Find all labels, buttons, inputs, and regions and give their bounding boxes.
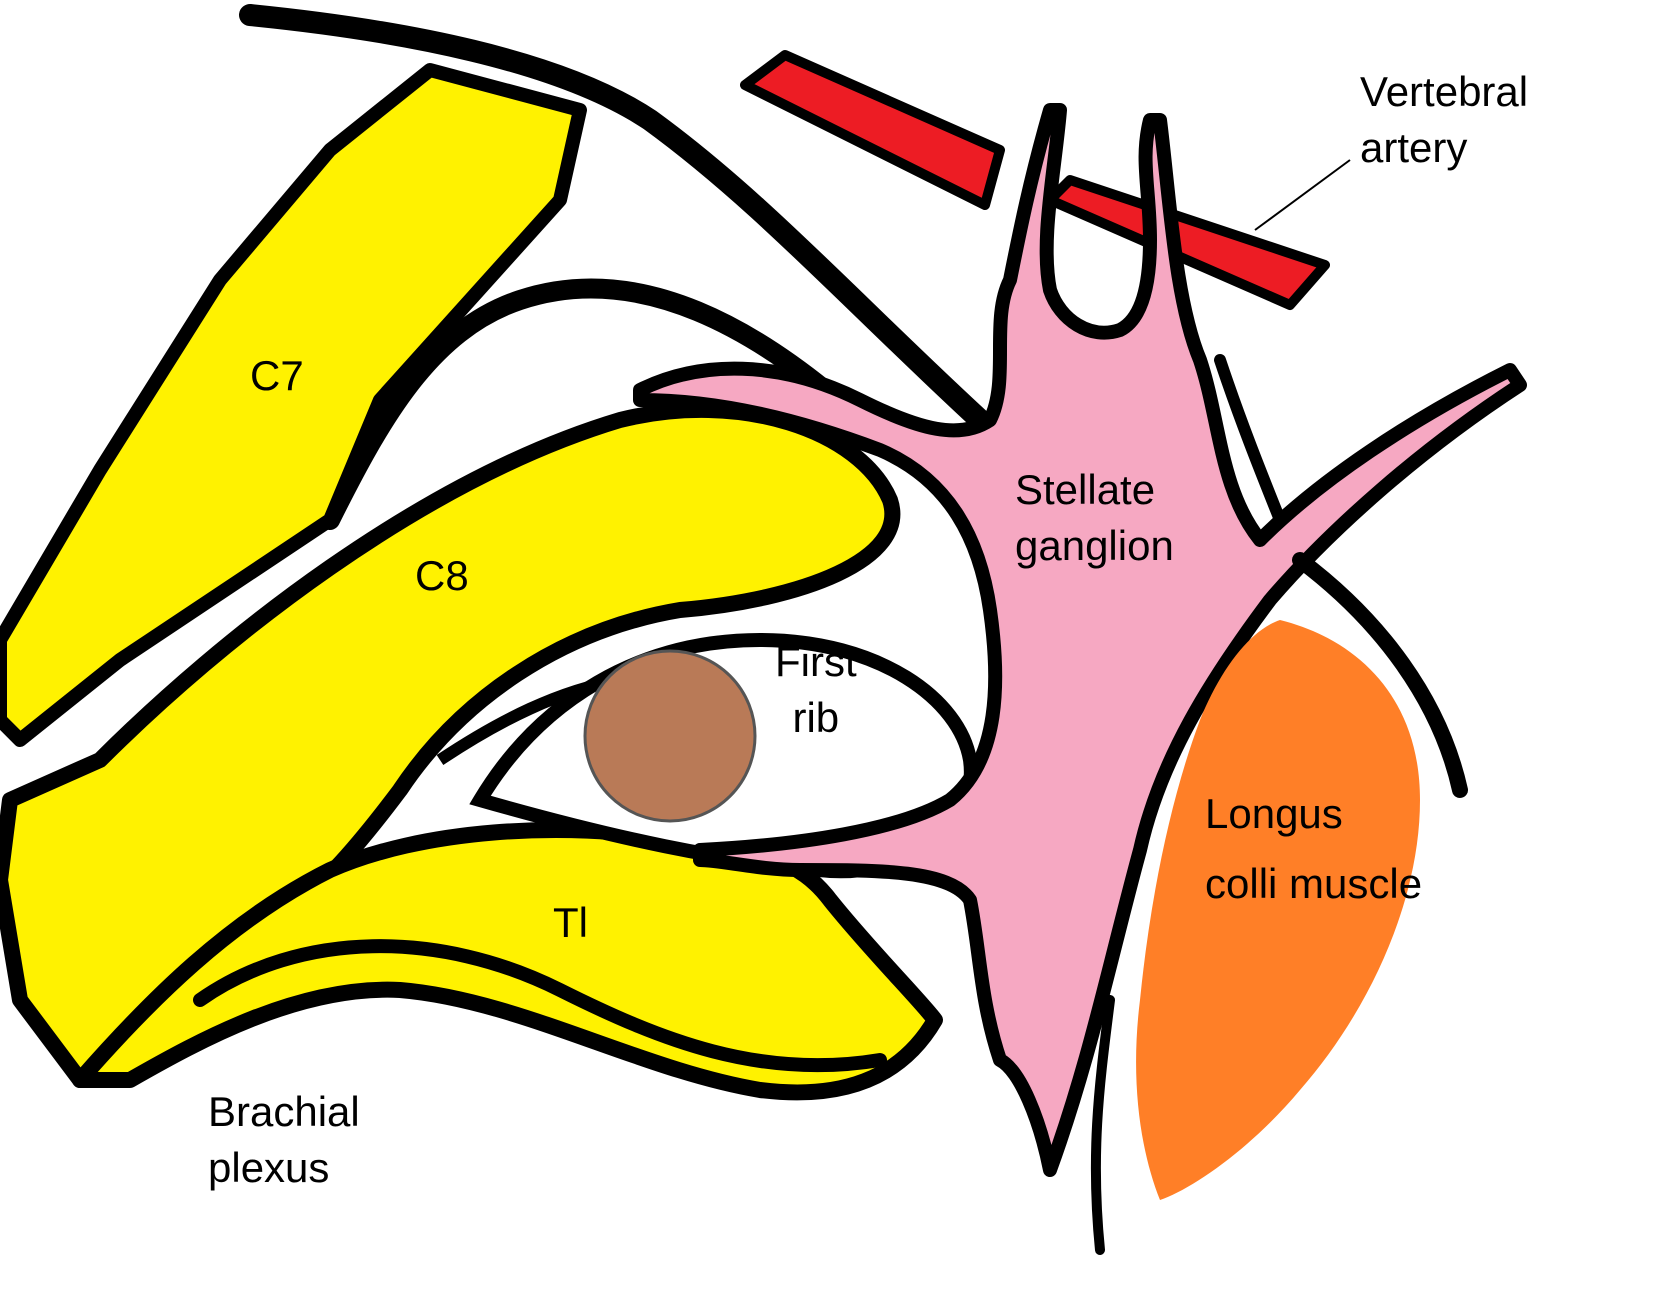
brachial-plexus-label: Brachial plexus bbox=[208, 1084, 360, 1196]
vertebral-artery-label: Vertebral artery bbox=[1360, 64, 1528, 176]
right-lower-outline bbox=[1090, 995, 1115, 1255]
vertebral-artery-upper bbox=[740, 50, 1005, 210]
stellate-ganglion-label: Stellate ganglion bbox=[1015, 462, 1174, 574]
longus-colli-label-line-1: Longus bbox=[1205, 790, 1343, 837]
c7-nerve-root bbox=[0, 63, 587, 747]
vertebral-artery-label-line-1: Vertebral bbox=[1360, 68, 1529, 115]
lower-outline bbox=[193, 939, 887, 1073]
vertebral-artery-label-line-2: artery bbox=[1360, 124, 1468, 171]
right-upper-outline bbox=[1214, 354, 1286, 526]
c8-label: C8 bbox=[415, 552, 469, 599]
brachial-plexus-label-line-1: Brachial bbox=[208, 1088, 360, 1135]
first-rib-label-line-2: rib bbox=[792, 694, 840, 741]
t1-label: Tl bbox=[553, 899, 588, 946]
right-outline bbox=[1292, 552, 1468, 798]
first-rib-label: First rib bbox=[775, 634, 857, 746]
stellate-ganglion bbox=[633, 103, 1527, 1177]
vertebral-artery-lower bbox=[1045, 175, 1330, 310]
upper-bone-outline bbox=[239, 4, 991, 431]
first-rib-label-line-1: First bbox=[775, 638, 857, 685]
longus-colli-label-line-2: colli muscle bbox=[1205, 860, 1423, 907]
brachial-plexus-label-line-2: plexus bbox=[208, 1144, 330, 1191]
c7-label: C7 bbox=[250, 352, 304, 399]
longus-colli-label: Longus colli muscle bbox=[1205, 786, 1422, 912]
stellate-ganglion-label-line-1: Stellate bbox=[1015, 466, 1156, 513]
vertebral-artery-leader-line bbox=[1254, 159, 1351, 231]
longus-colli-muscle bbox=[1136, 620, 1420, 1200]
first-rib bbox=[583, 649, 757, 823]
c8-nerve-root bbox=[0, 401, 901, 1088]
stellate-ganglion-label-line-2: ganglion bbox=[1015, 522, 1174, 569]
